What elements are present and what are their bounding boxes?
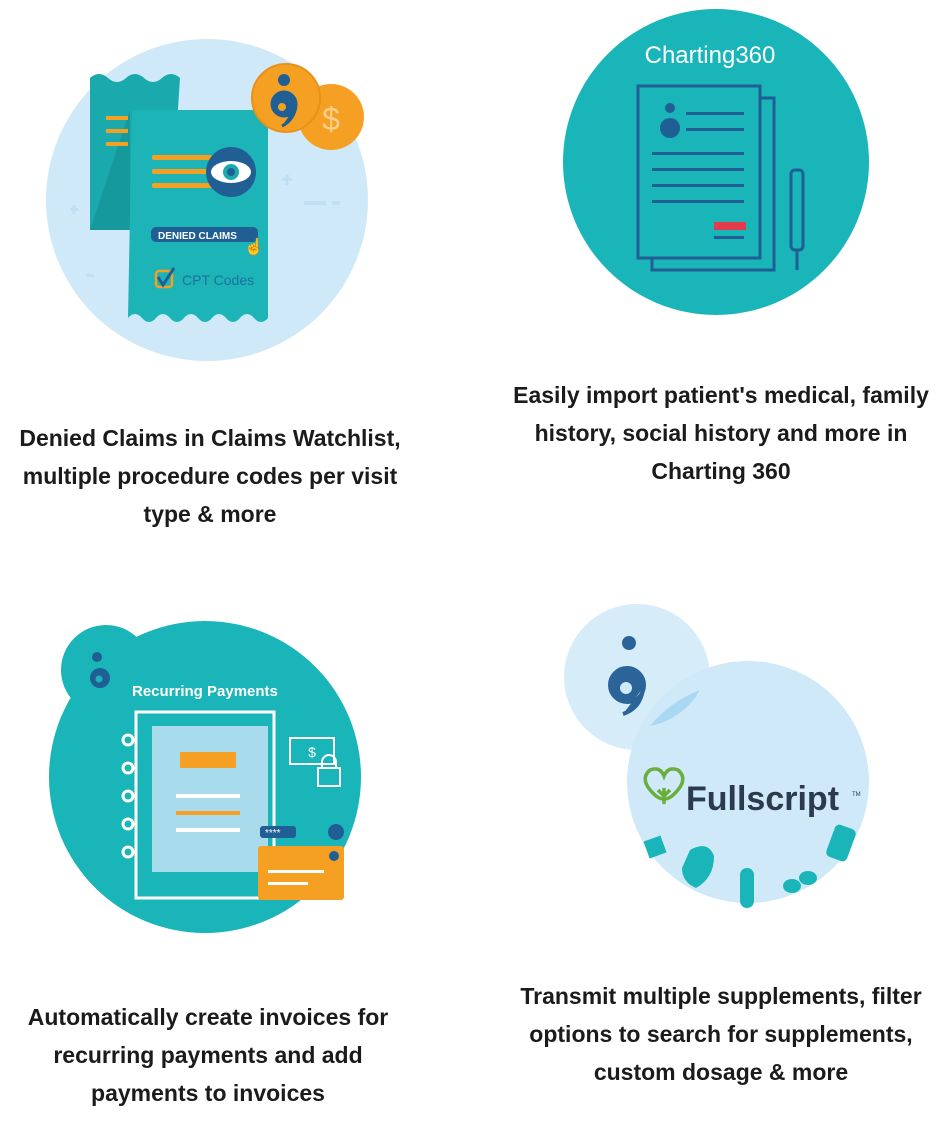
caption-line: history, social history and more in (534, 420, 908, 446)
caption-line: type & more (143, 501, 277, 527)
pen-icon (789, 168, 805, 270)
fullscript-leaf-icon (643, 767, 685, 804)
svg-text:TM: TM (852, 792, 861, 798)
caption-line: custom dosage & more (593, 1059, 849, 1085)
caption-line: Automatically create invoices for (27, 1004, 389, 1030)
denied-claims-badge (151, 227, 258, 242)
caption-line: Easily import patient's medical, family (513, 382, 929, 408)
sparkle-icon (70, 174, 340, 277)
checkbox-icon (154, 269, 174, 289)
svg-text:Charting360: Charting360 (645, 42, 776, 69)
caption-line: multiple procedure codes per visit (22, 463, 398, 489)
caption-line: payments to invoices (91, 1080, 325, 1106)
caption-line: options to search for supplements, (529, 1021, 913, 1047)
caption-line: Charting 360 (651, 458, 791, 484)
credit-card-icon (258, 846, 344, 900)
svg-text:CPT Codes: CPT Codes (182, 272, 254, 288)
feature-caption: Denied Claims in Claims Watchlist, multi… (0, 419, 420, 533)
caption-line: recurring payments and add (53, 1042, 363, 1068)
svg-text:Fullscript: Fullscript (686, 780, 839, 818)
feature-caption: Automatically create invoices for recurr… (0, 998, 416, 1112)
caption-line: Denied Claims in Claims Watchlist, (19, 425, 401, 451)
svg-text:$: $ (322, 101, 340, 137)
supplements-icon (643, 824, 856, 908)
notebook-icon (134, 710, 276, 900)
feature-caption: Easily import patient's medical, family … (498, 376, 944, 490)
cash-lock-icon: $ (289, 737, 341, 787)
feature-caption: Transmit multiple supplements, filter op… (498, 977, 944, 1091)
svg-text:Recurring Payments: Recurring Payments (132, 683, 278, 700)
cursor-hand-icon: ☝ (244, 237, 264, 256)
svg-text:$: $ (308, 744, 316, 760)
svg-text:DENIED CLAIMS: DENIED CLAIMS (158, 231, 237, 242)
caption-line: Transmit multiple supplements, filter (520, 983, 922, 1009)
svg-text:****: **** (265, 828, 281, 839)
